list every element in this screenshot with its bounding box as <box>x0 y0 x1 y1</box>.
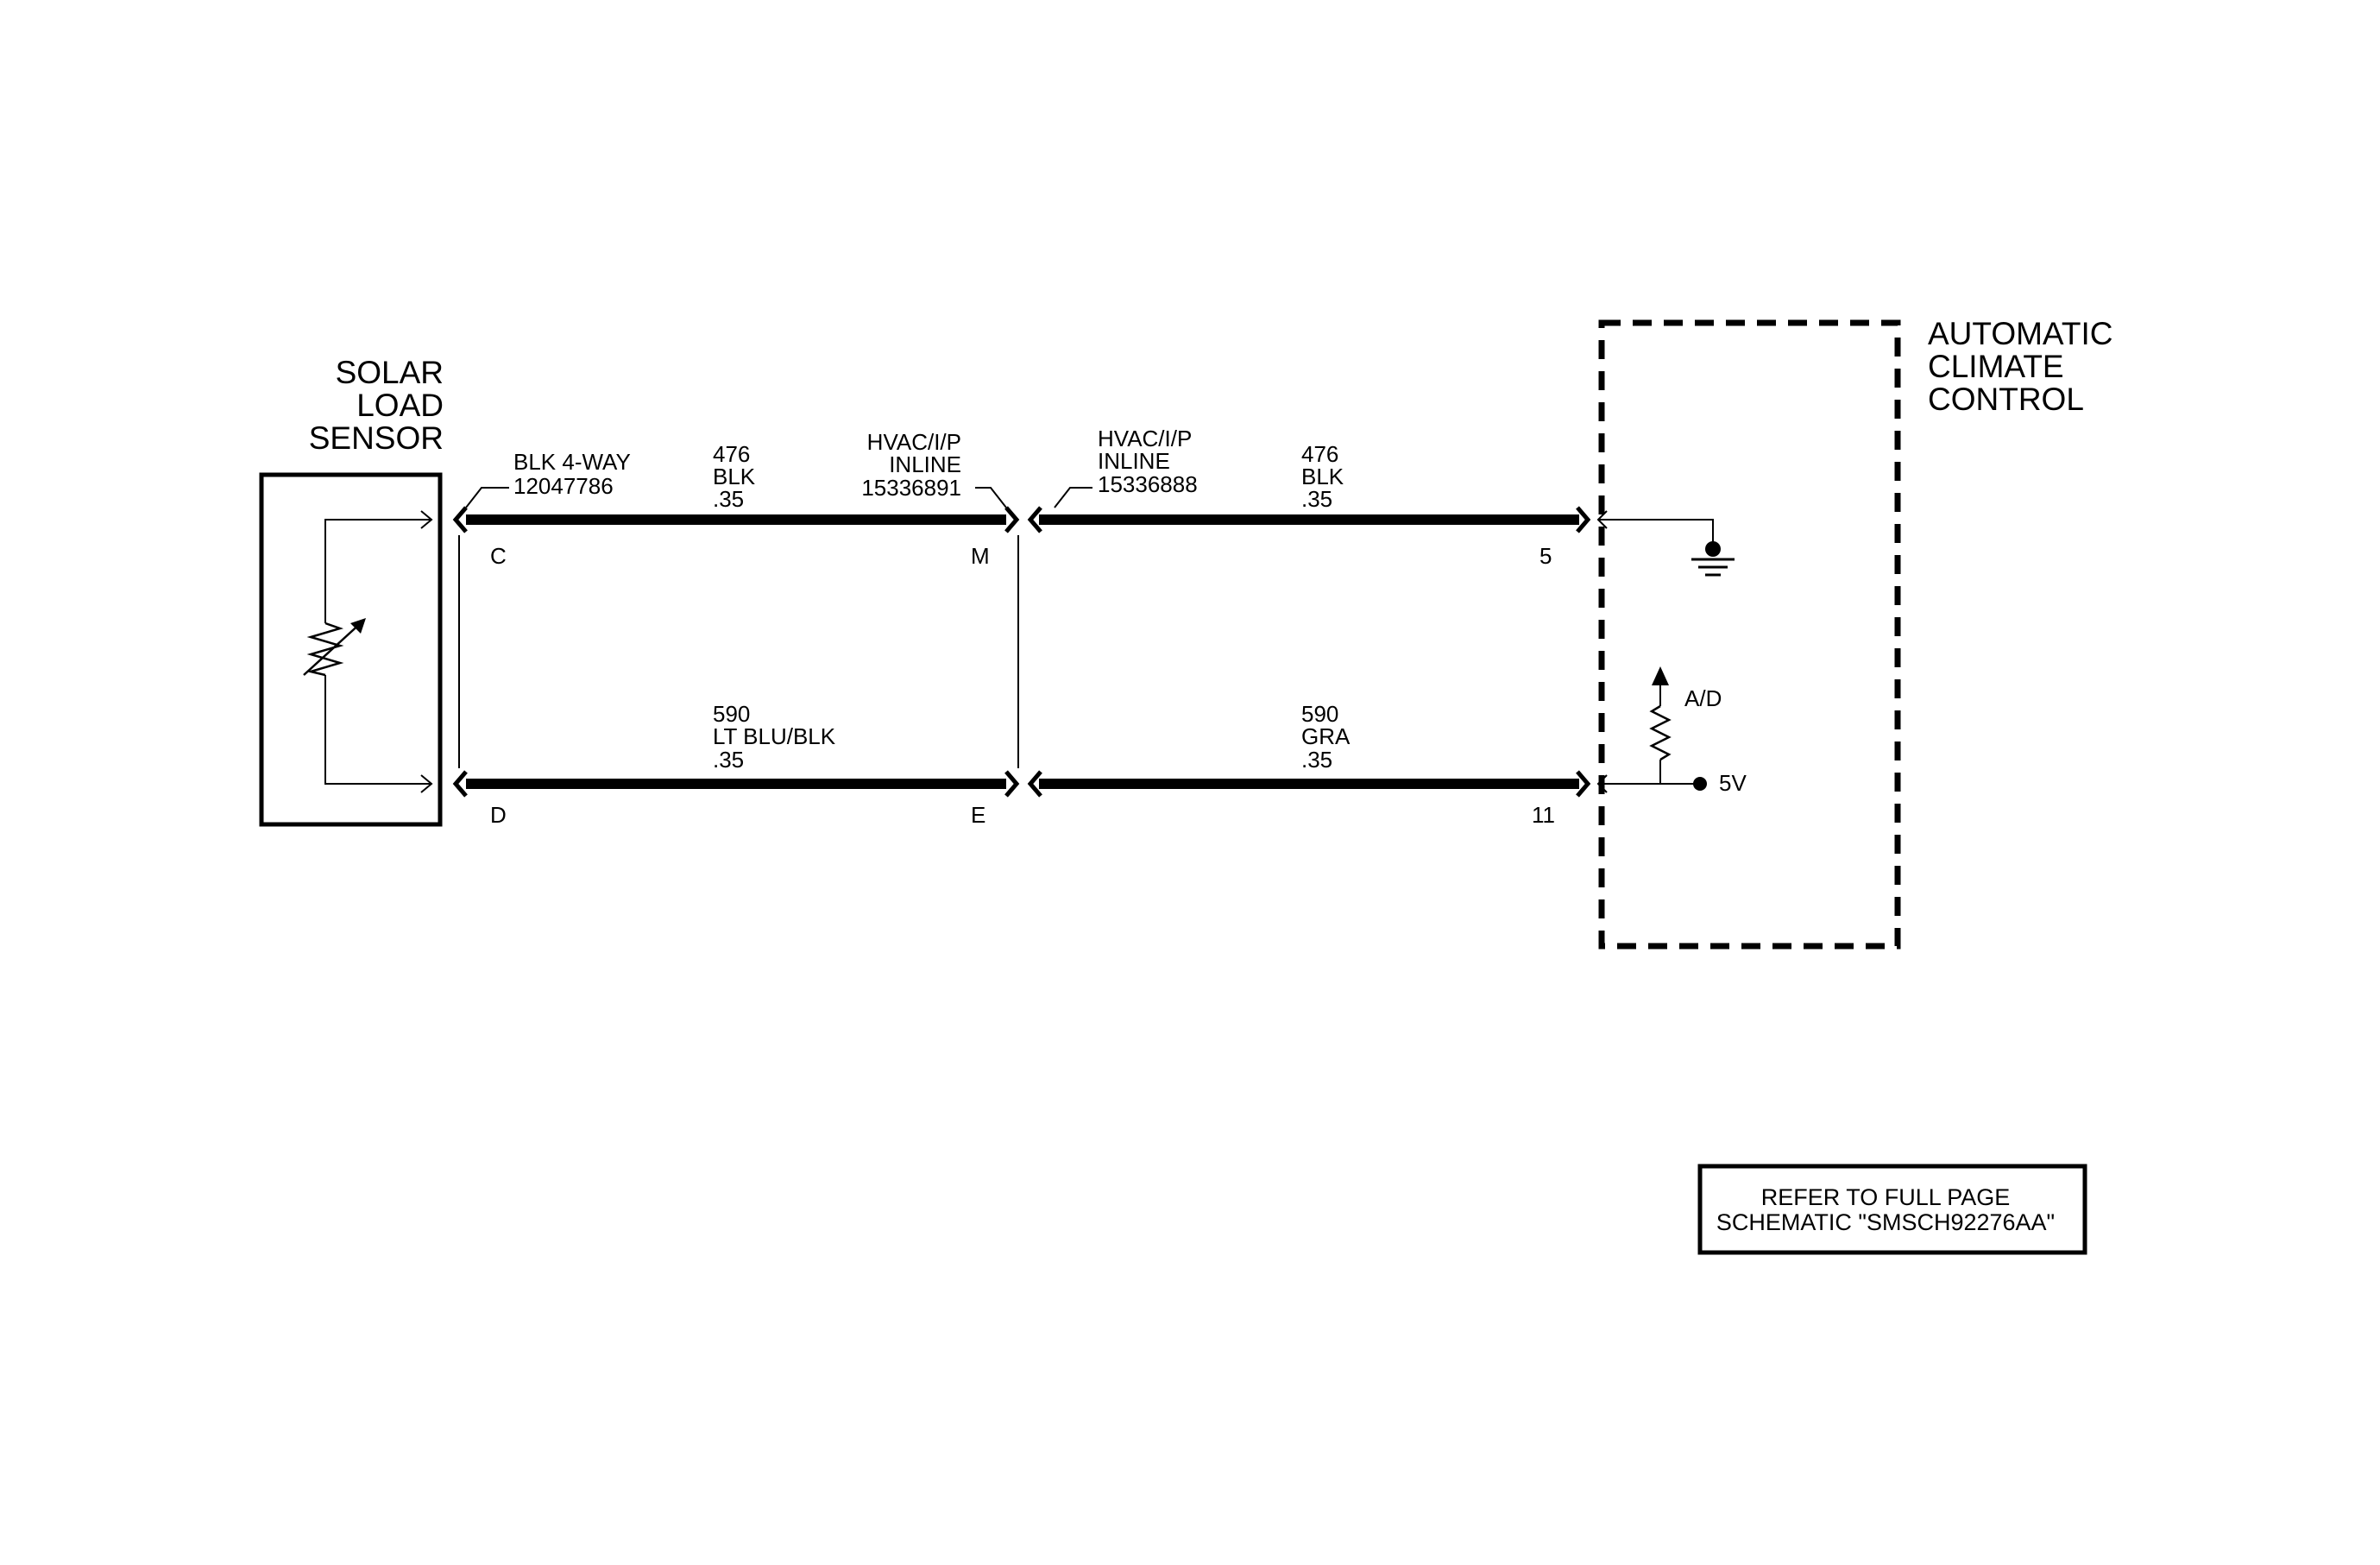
sensor-connector-leader <box>465 487 509 508</box>
reference-voltage-node <box>1693 777 1707 791</box>
inline-right-leader <box>1054 487 1092 508</box>
variable-resistor-arrow-line <box>303 621 363 676</box>
inline-right-line-1: HVAC/I/P <box>1098 426 1192 451</box>
inline-right-line-3: 15336888 <box>1098 471 1198 497</box>
sensor-connector-label: BLK 4-WAY 12047786 <box>465 449 631 508</box>
pin-sensor-bottom: D <box>490 802 507 828</box>
terminal-module-top <box>1576 506 1591 533</box>
module-dashed-box <box>1598 319 1901 950</box>
solar-load-sensor: SOLAR LOAD SENSOR <box>259 355 444 827</box>
reference-note-line-1: REFER TO FULL PAGE <box>1761 1184 2011 1210</box>
wires <box>466 514 1579 789</box>
variable-resistor-arrow-head <box>350 618 366 634</box>
reference-note: REFER TO FULL PAGE SCHEMATIC "SMSCH92276… <box>1697 1164 2087 1255</box>
sensor-title-line-2: LOAD <box>356 388 444 423</box>
wire-top-left-color: BLK <box>713 464 756 489</box>
reference-voltage-label: 5V <box>1719 770 1747 796</box>
pin-module-bottom: 11 <box>1532 802 1555 828</box>
connector-terminals <box>452 506 1591 798</box>
inline-right-line-2: INLINE <box>1098 448 1170 474</box>
wire-bottom-left-label: 590 LT BLU/BLK .35 <box>713 701 836 773</box>
wire-bottom-left-color: LT BLU/BLK <box>713 723 836 749</box>
pin-module-top: 5 <box>1539 543 1552 569</box>
inline-right-connector-label: HVAC/I/P INLINE 15336888 <box>1054 426 1198 508</box>
terminal-sensor-bottom <box>452 770 468 798</box>
wire-top-right-label: 476 BLK .35 <box>1301 441 1344 512</box>
sensor-connector-line-2: 12047786 <box>513 473 614 499</box>
wire-top-left-label: 476 BLK .35 <box>713 441 756 512</box>
wire-bottom-right-circuit: 590 <box>1301 701 1338 727</box>
wire-bottom-right-label: 590 GRA .35 <box>1301 701 1351 773</box>
sensor-title-line-3: SENSOR <box>309 420 444 456</box>
ad-label: A/D <box>1684 685 1722 711</box>
sensor-title-line-1: SOLAR <box>336 355 444 390</box>
pullup-resistor-icon <box>1649 704 1672 761</box>
inline-left-line-1: HVAC/I/P <box>867 429 961 455</box>
sensor-arrow-top <box>420 510 433 529</box>
wire-top-right-circuit: 476 <box>1301 441 1338 467</box>
terminal-inline-right-top <box>1027 506 1042 533</box>
pin-sensor-top: C <box>490 543 507 569</box>
wire-top-right-size: .35 <box>1301 486 1332 512</box>
ad-arrow-up-icon <box>1652 666 1669 685</box>
reference-note-box <box>1697 1164 2087 1255</box>
wire-bottom-left-circuit: 590 <box>713 701 750 727</box>
inline-left-connector-label: HVAC/I/P INLINE 15336891 <box>861 429 1007 508</box>
automatic-climate-control: AUTOMATIC CLIMATE CONTROL A/D 5V <box>1596 316 2112 950</box>
inline-left-leader <box>975 487 1007 508</box>
module-title-line-3: CONTROL <box>1928 382 2084 417</box>
module-title-line-2: CLIMATE <box>1928 349 2064 384</box>
terminal-inline-left-bottom <box>1004 770 1020 798</box>
terminal-module-bottom <box>1576 770 1591 798</box>
pin-inline-bottom: E <box>971 802 985 828</box>
wire-bottom-left-size: .35 <box>713 747 744 773</box>
wire-top-left-size: .35 <box>713 486 744 512</box>
ground-node <box>1705 541 1721 557</box>
module-title-line-1: AUTOMATIC <box>1928 316 2112 351</box>
sensor-internal-wire-bottom <box>324 675 431 785</box>
sensor-box <box>259 472 443 827</box>
sensor-connector-line-1: BLK 4-WAY <box>513 449 631 475</box>
inline-left-line-2: INLINE <box>889 451 961 477</box>
variable-resistor-icon <box>306 622 344 677</box>
pin-labels: C D M E 5 11 <box>490 543 1555 828</box>
ground-wire <box>1598 519 1714 549</box>
reference-note-line-2: SCHEMATIC "SMSCH92276AA" <box>1716 1209 2055 1235</box>
sensor-internal-wire-top <box>324 519 431 623</box>
wire-top-left-circuit: 476 <box>713 441 750 467</box>
wire-bottom-right-size: .35 <box>1301 747 1332 773</box>
terminal-inline-right-bottom <box>1027 770 1042 798</box>
terminal-sensor-top <box>452 506 468 533</box>
terminal-inline-left-top <box>1004 506 1020 533</box>
sensor-arrow-bottom <box>420 774 433 793</box>
wire-top-right-color: BLK <box>1301 464 1344 489</box>
wire-bottom-right-color: GRA <box>1301 723 1351 749</box>
pin-inline-top: M <box>971 543 990 569</box>
inline-left-line-3: 15336891 <box>861 475 961 501</box>
